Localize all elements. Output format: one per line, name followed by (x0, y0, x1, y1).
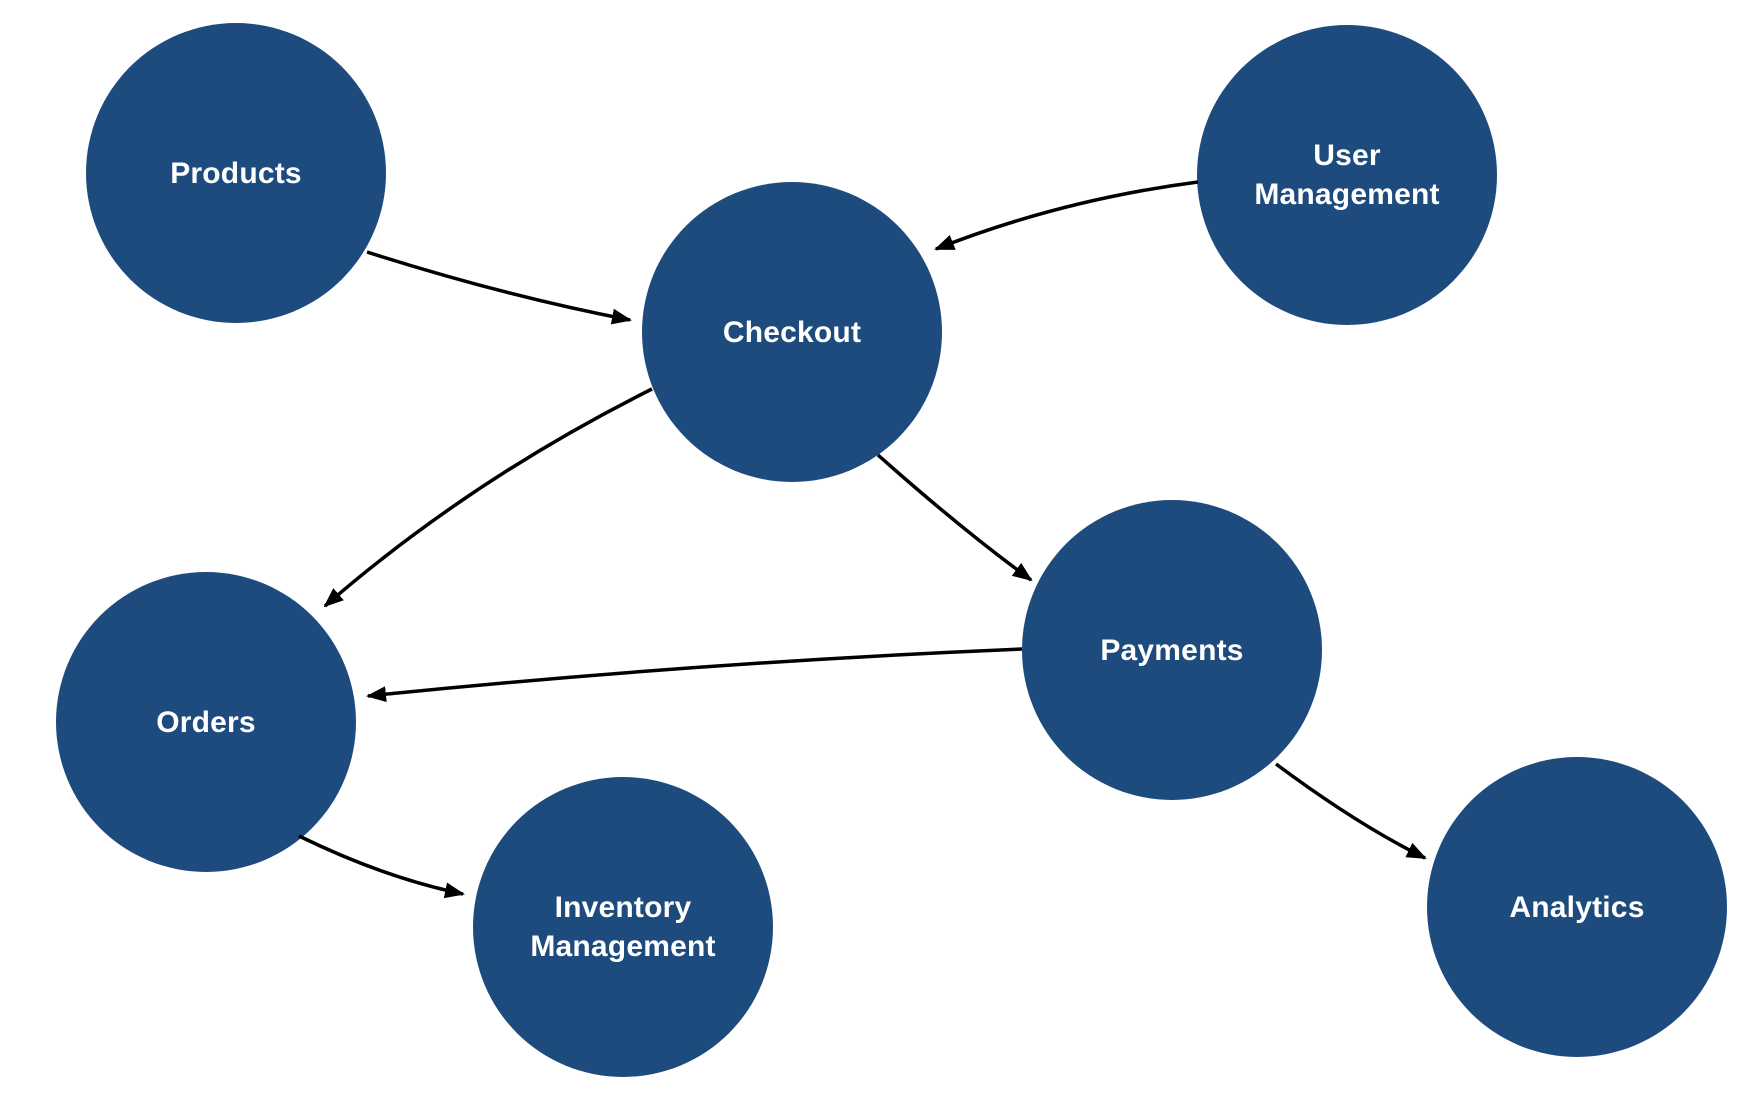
node-products[interactable]: Products (86, 23, 386, 323)
arrow-payments-to-analytics (1274, 762, 1427, 860)
arrow-user-management-to-checkout (934, 180, 1199, 251)
node-checkout[interactable]: Checkout (642, 182, 942, 482)
arrow-checkout-to-payments (876, 453, 1033, 582)
node-inventory-management[interactable]: Inventory Management (473, 777, 773, 1077)
node-orders[interactable]: Orders (56, 572, 356, 872)
node-products-label: Products (170, 156, 302, 190)
node-user-management-label: User Management (1254, 139, 1440, 211)
node-analytics[interactable]: Analytics (1427, 757, 1727, 1057)
node-analytics-label: Analytics (1509, 890, 1645, 924)
node-payments-label: Payments (1100, 633, 1244, 667)
arrow-checkout-to-orders (323, 387, 653, 608)
node-inventory-management-label: Inventory Management (530, 891, 716, 963)
arrow-payments-to-orders (366, 647, 1023, 703)
node-payments[interactable]: Payments (1022, 500, 1322, 800)
node-orders-label: Orders (156, 705, 256, 739)
node-checkout-label: Checkout (722, 315, 862, 349)
arrow-products-to-checkout (366, 250, 632, 325)
node-user-management[interactable]: User Management (1197, 25, 1497, 325)
arrow-orders-to-inventory-management (298, 834, 465, 899)
